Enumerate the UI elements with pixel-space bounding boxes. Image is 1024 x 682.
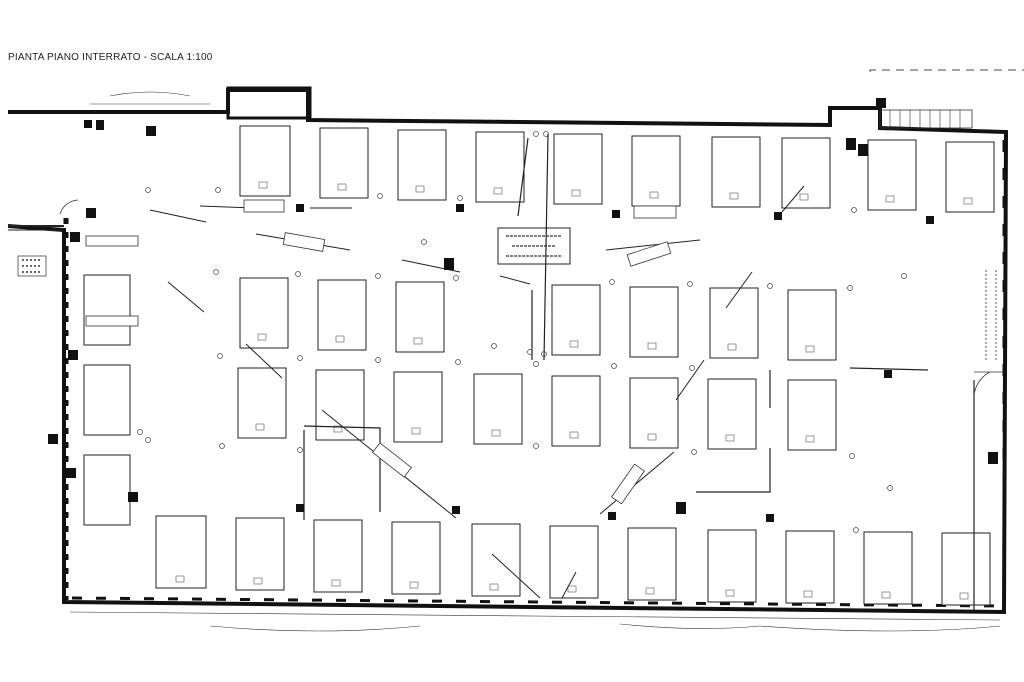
parking-bay (629, 377, 679, 449)
parking-bay (551, 375, 601, 447)
parking-bay (473, 373, 523, 445)
bay-marks (175, 181, 973, 600)
parking-bay (945, 141, 995, 213)
parking-bay (397, 129, 447, 201)
column-marker (876, 98, 886, 108)
parking-row-upper-mid (83, 274, 837, 361)
parking-bay (787, 289, 837, 361)
parking-bay (83, 454, 131, 526)
parking-bay (787, 379, 837, 451)
outer-walls (7, 86, 1009, 615)
parking-bay (475, 131, 525, 203)
parking-bay (239, 125, 291, 197)
parking-bay (315, 369, 365, 441)
parking-bay (155, 515, 207, 589)
parking-bay (551, 284, 601, 356)
parking-bay (781, 137, 831, 209)
parking-row-bottom (155, 515, 991, 606)
parking-bay (471, 523, 521, 597)
parking-bay (549, 525, 599, 599)
parking-bay (627, 527, 677, 601)
parking-bay (83, 364, 131, 436)
stair (879, 109, 973, 129)
parking-bay (707, 529, 757, 603)
parking-bay (237, 367, 287, 439)
parking-bay (239, 277, 289, 349)
plan-title: PIANTA PIANO INTERRATO - SCALA 1:100 (8, 52, 213, 63)
south-wall-hatch (71, 596, 1003, 608)
top-dimension-line (90, 91, 210, 105)
north-east-annex (869, 69, 1024, 129)
parking-bay (553, 133, 603, 205)
parking-bay (319, 127, 369, 199)
parking-bay (391, 521, 441, 595)
parking-bay (83, 274, 131, 346)
parking-bay (709, 287, 759, 359)
tag-labels (85, 199, 677, 505)
parking-row-lower-mid (83, 364, 837, 526)
parking-bay (393, 371, 443, 443)
parking-bay (711, 136, 761, 208)
parking-bay (867, 139, 917, 211)
parking-bay (629, 286, 679, 358)
small-markers (137, 131, 907, 533)
parking-bay (235, 517, 285, 591)
west-annex (8, 225, 64, 277)
parking-bay (313, 519, 363, 593)
central-note-box (497, 227, 571, 265)
parking-bay (707, 378, 757, 450)
parking-row-top (239, 125, 995, 213)
partitions (303, 133, 975, 610)
parking-bay (863, 531, 913, 605)
parking-bay (785, 530, 835, 604)
equipment-panel (17, 255, 47, 277)
parking-bay (395, 281, 445, 353)
parking-bay (631, 135, 681, 207)
column-markers (48, 120, 998, 522)
bottom-dimension-line (69, 611, 1001, 632)
doors (59, 199, 1004, 403)
east-side-note (985, 270, 997, 360)
parking-bay (941, 532, 991, 606)
parking-bay (317, 279, 367, 351)
